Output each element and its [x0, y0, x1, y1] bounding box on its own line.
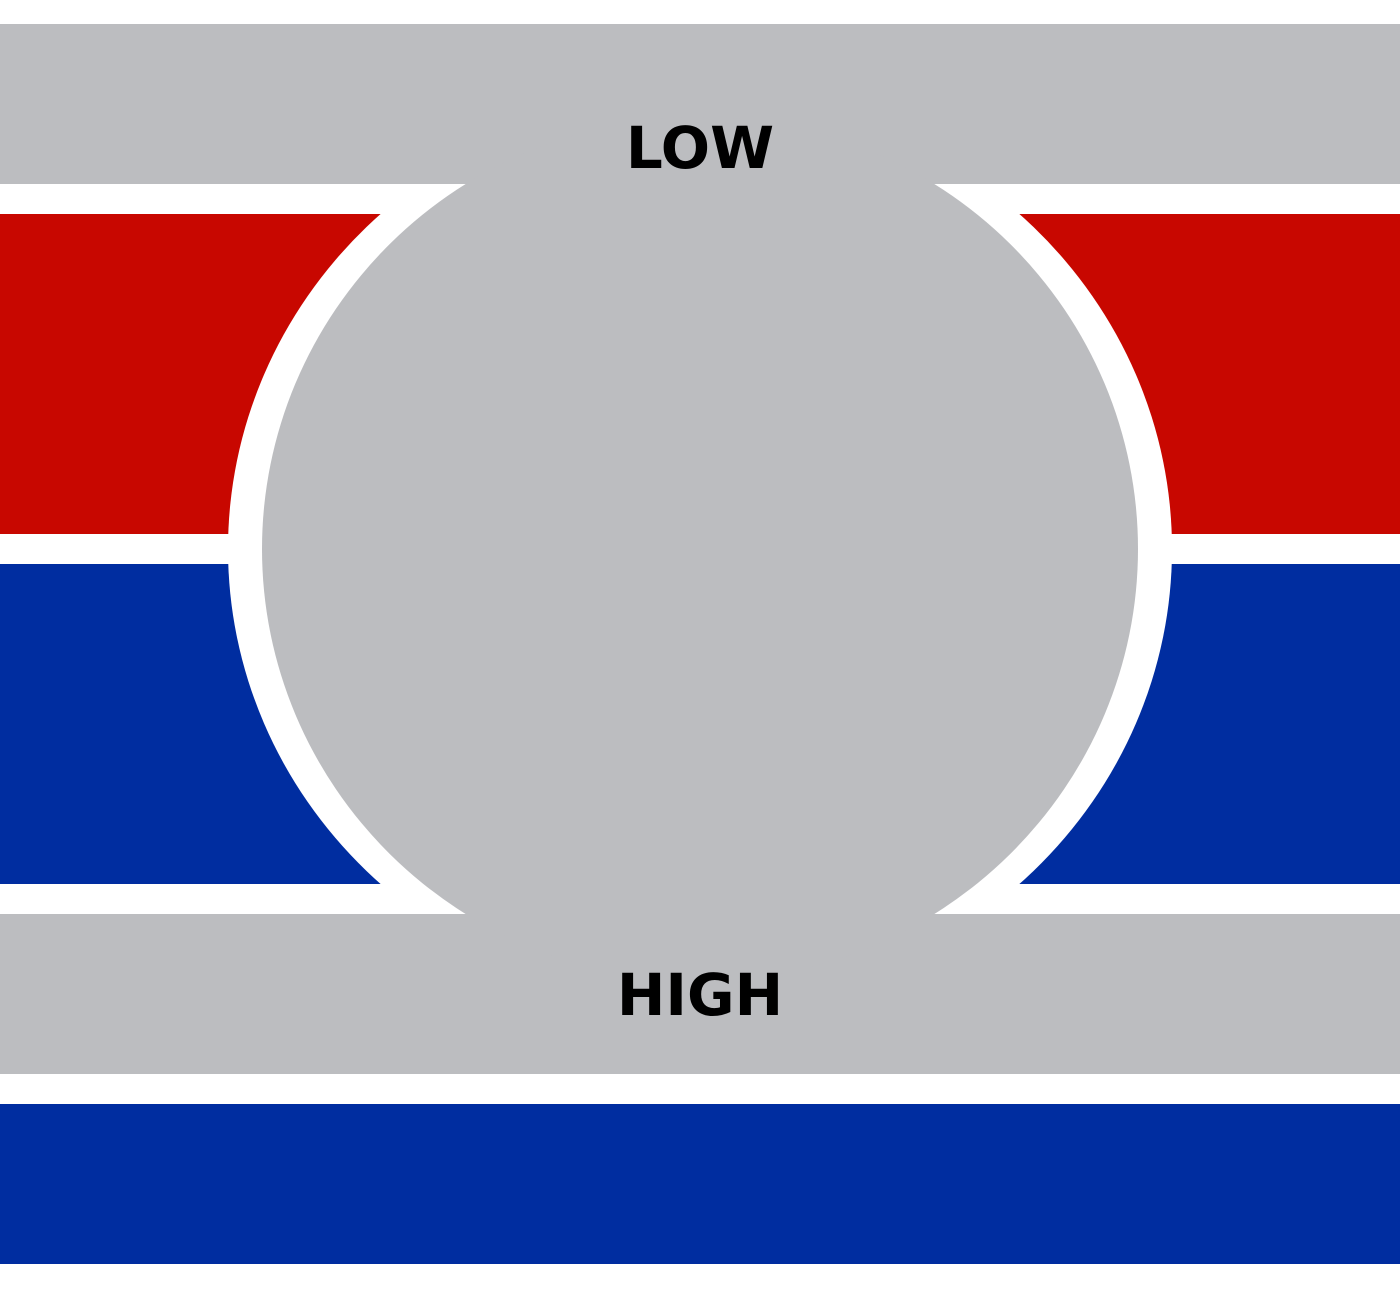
bottom-blue-band — [0, 1104, 1400, 1264]
label-high: HIGH — [617, 961, 783, 1029]
label-low: LOW — [626, 114, 774, 182]
center-gray-circle — [262, 117, 1138, 981]
